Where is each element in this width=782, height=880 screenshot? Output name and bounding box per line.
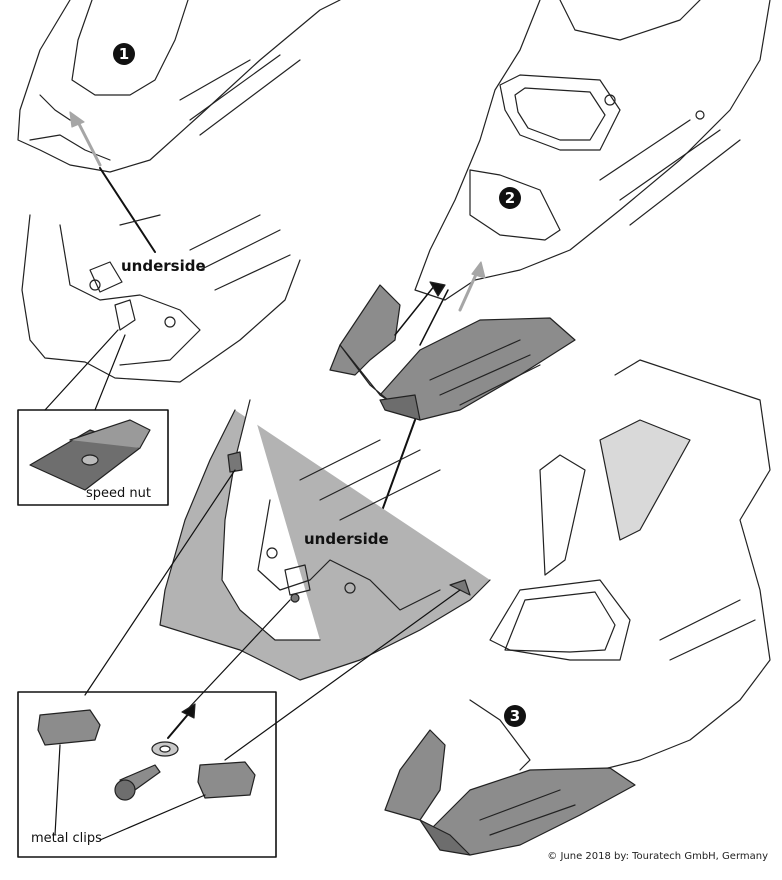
copyright-notice: © June 2018 by: Touratech GmbH, Germany [547,851,768,862]
fairing-step-3 [469,359,771,771]
step-2-badge: 2 [499,187,521,209]
fairing-step-2 [414,0,771,301]
step-3-badge: 3 [504,705,526,727]
underside-label-middle: underside [304,530,389,548]
step-1-badge: 1 [113,43,135,65]
speed-nut-label: speed nut [86,486,151,501]
beak-part-step-3 [384,729,636,856]
clip-callout-lines [84,469,461,761]
fairing-step-1 [17,0,341,173]
underside-label-top: underside [121,257,206,275]
arrow-underside-to-step1 [69,111,156,253]
underside-view-top [21,214,301,383]
metal-clips-label: metal clips [31,831,102,846]
underside-view-middle [159,399,491,681]
metal-clips-box [17,691,277,858]
speed-nut-callout [17,329,169,506]
beak-part-step-2 [329,284,576,421]
